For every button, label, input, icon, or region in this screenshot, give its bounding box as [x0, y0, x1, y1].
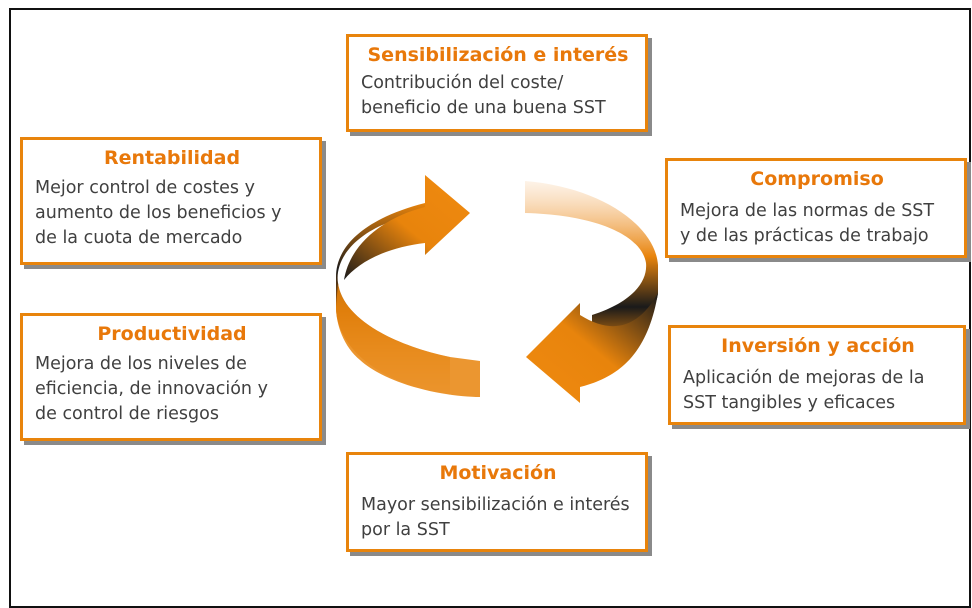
right-band [525, 181, 658, 349]
box-body: Mejor control de costes y aumento de los… [35, 178, 282, 248]
box-sensibilizacion: Sensibilización e interés Contribución d… [346, 34, 648, 132]
box-productividad: Productividad Mejora de los niveles de e… [20, 313, 322, 441]
left-arrowhead [344, 175, 470, 280]
box-body: Mayor sensibilización e interés por la S… [361, 495, 630, 540]
box-compromiso: Compromiso Mejora de las normas de SST y… [665, 158, 967, 258]
box-rentabilidad: Rentabilidad Mejor control de costes y a… [20, 137, 322, 265]
box-title: Productividad [97, 323, 247, 345]
box-title: Sensibilización e interés [367, 44, 629, 66]
cycle-arrows-icon [336, 175, 658, 403]
box-motivacion: Motivación Mayor sensibilización e inter… [346, 452, 648, 552]
box-title: Rentabilidad [103, 147, 241, 169]
box-inversion: Inversión y acción Aplicación de mejoras… [668, 325, 966, 425]
left-band-face [336, 283, 480, 397]
box-title: Compromiso [750, 168, 884, 190]
box-body: Aplicación de mejoras de la SST tangible… [683, 368, 925, 413]
box-body: Contribución del coste/ beneficio de una… [361, 73, 606, 118]
box-title: Inversión y acción [721, 335, 915, 357]
box-body: Mejora de las normas de SST y de las prá… [680, 201, 935, 246]
box-title: Motivación [439, 462, 557, 484]
right-arrowhead [526, 293, 658, 403]
box-body: Mejora de los niveles de eficiencia, de … [35, 354, 268, 424]
